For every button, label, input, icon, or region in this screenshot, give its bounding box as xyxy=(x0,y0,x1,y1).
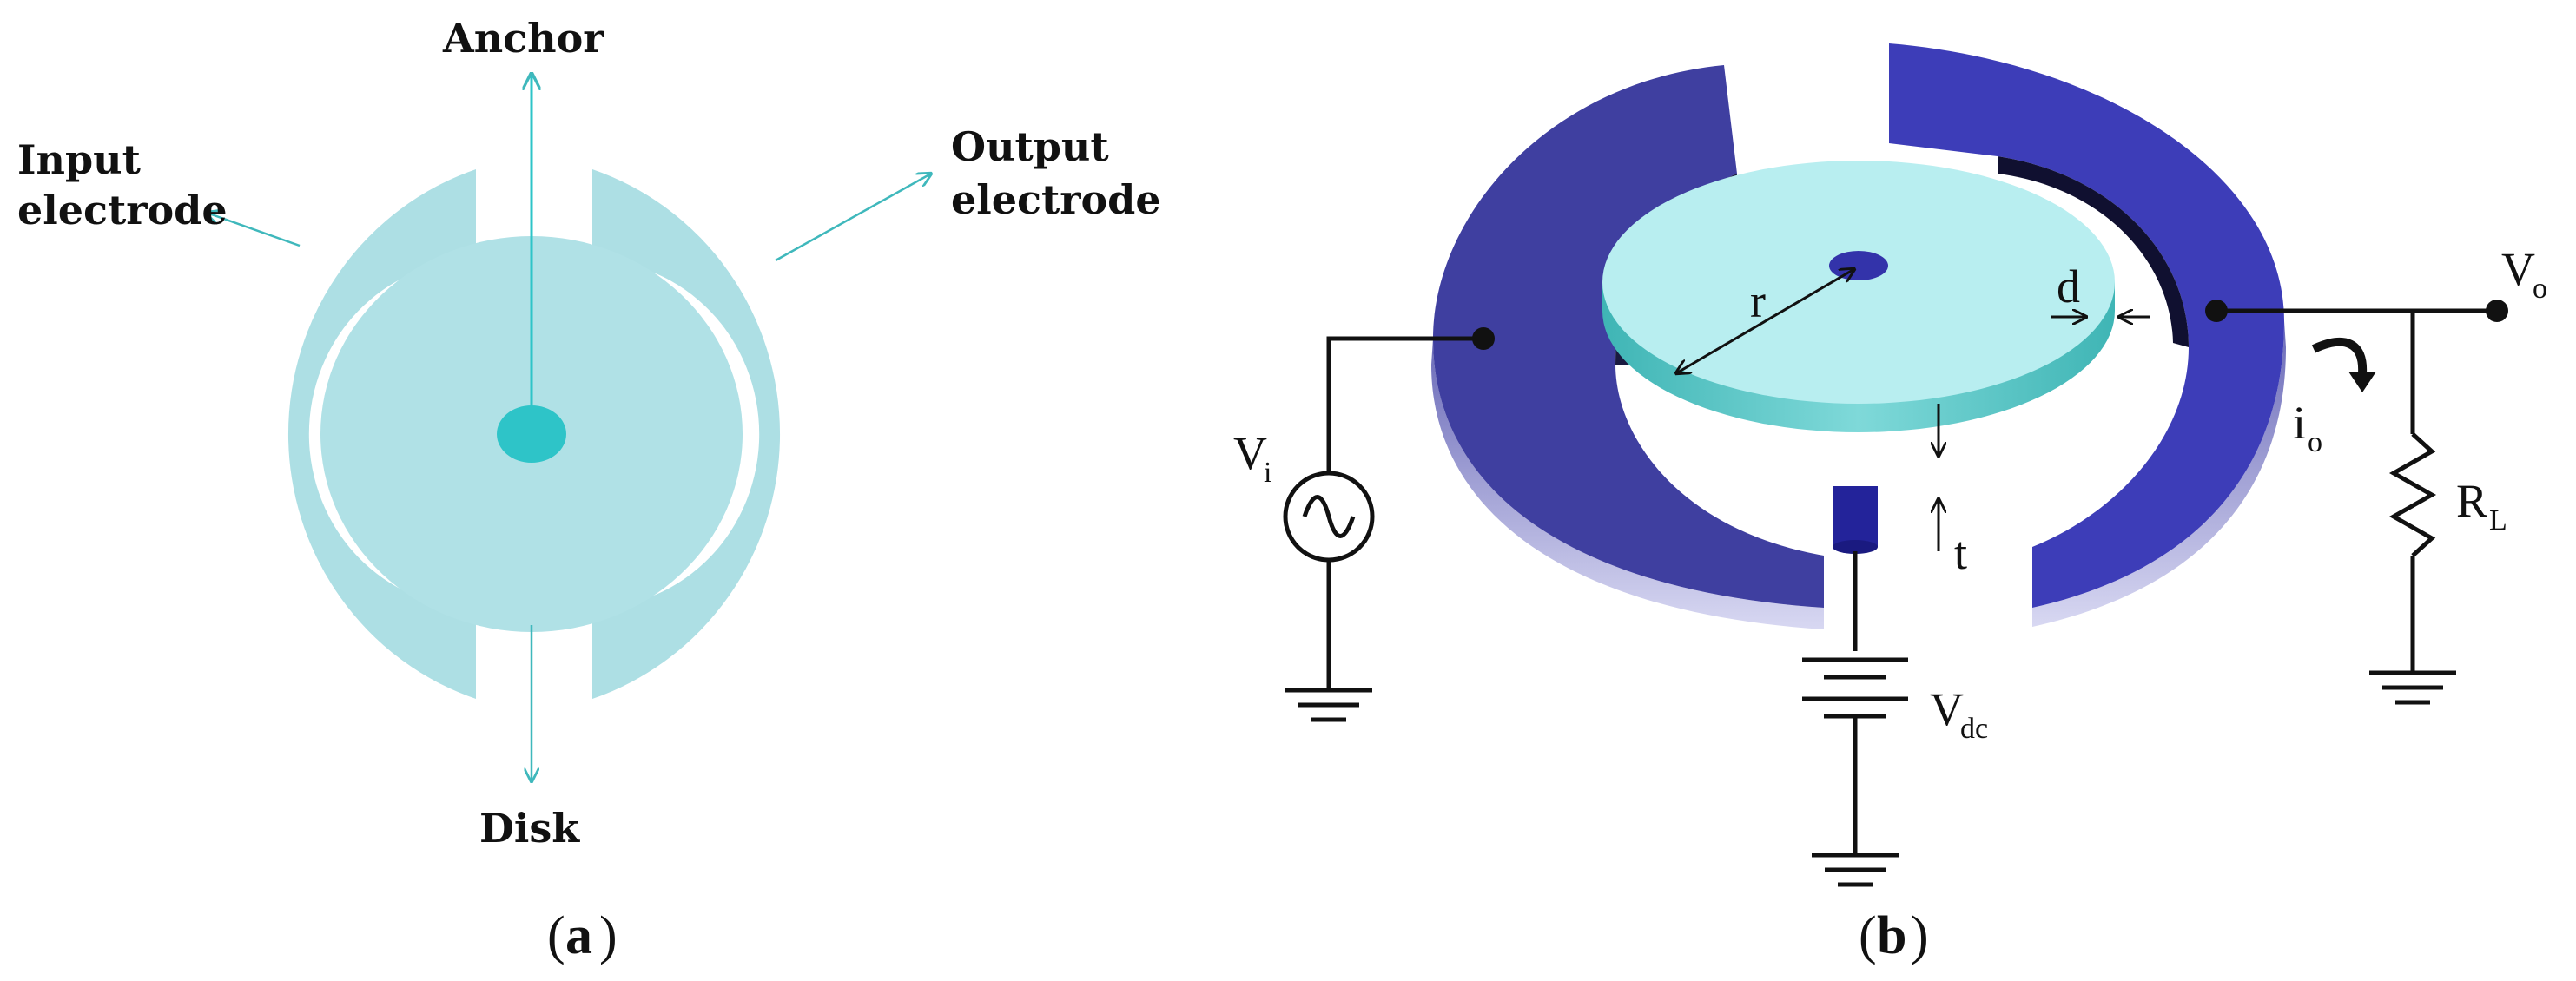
resistor-icon xyxy=(2388,432,2437,557)
svg-text:o: o xyxy=(2308,426,2322,458)
svg-text:R: R xyxy=(2456,475,2487,527)
panel-b: r d t V i xyxy=(1233,43,2547,965)
radius-arrow xyxy=(1676,269,1854,373)
output-label-line1: Output xyxy=(951,123,1109,170)
right-electrode-side xyxy=(2032,321,2286,627)
svg-text:dc: dc xyxy=(1960,713,1988,745)
vo-label: V o xyxy=(2501,243,2547,305)
svg-text:b: b xyxy=(1877,906,1906,965)
disk-anchor-dot xyxy=(1829,251,1888,280)
panel-b-caption: ( b ) xyxy=(1859,906,1929,965)
radius-label: r xyxy=(1750,275,1766,327)
input-arrow xyxy=(207,213,301,247)
input-electrode-3d xyxy=(1433,65,1824,608)
output-arrow xyxy=(775,174,931,262)
ground-icon-center xyxy=(1812,853,1899,887)
input-circuit xyxy=(1283,327,1495,722)
input-label-line1: Input xyxy=(17,136,142,183)
svg-text:a: a xyxy=(565,906,592,965)
output-label-line2: electrode xyxy=(951,176,1161,223)
disk-label: Disk xyxy=(479,805,580,852)
svg-text:L: L xyxy=(2489,504,2507,537)
svg-text:(: ( xyxy=(547,906,565,965)
svg-text:i: i xyxy=(1264,457,1271,489)
input-electrode xyxy=(287,169,476,699)
thickness-label: t xyxy=(1954,527,1967,579)
output-electrode-3d xyxy=(1889,43,2284,608)
svg-text:V: V xyxy=(1233,427,1267,479)
panel-a: Anchor Input electrode Output electrode … xyxy=(17,15,1161,965)
ground-icon-left xyxy=(1285,688,1372,722)
output-electrode xyxy=(592,169,781,699)
anchor-post xyxy=(1833,486,1878,547)
anchor-label: Anchor xyxy=(442,15,604,62)
rl-label: R L xyxy=(2456,475,2507,537)
svg-text:V: V xyxy=(1930,683,1964,735)
vi-label: V i xyxy=(1233,427,1271,489)
svg-text:): ) xyxy=(1911,906,1929,965)
input-label-line2: electrode xyxy=(17,187,228,234)
panel-a-caption: ( a ) xyxy=(547,906,618,965)
vdc-label: V dc xyxy=(1930,683,1988,745)
svg-text:V: V xyxy=(2501,243,2535,295)
svg-text:o: o xyxy=(2533,273,2547,305)
svg-text:i: i xyxy=(2293,397,2306,449)
gap-label: d xyxy=(2057,260,2080,313)
ground-icon-right xyxy=(2369,670,2456,705)
left-electrode-side xyxy=(1431,339,1824,629)
dc-bias-circuit xyxy=(1802,551,1908,887)
right-electrode-inner-wall xyxy=(1998,156,2189,347)
svg-text:(: ( xyxy=(1859,906,1877,965)
battery-icon xyxy=(1802,657,1908,719)
io-label: i o xyxy=(2293,397,2322,458)
anchor-post-bottom xyxy=(1833,540,1878,554)
anchor-dot xyxy=(497,405,566,463)
current-arrow-icon xyxy=(2311,337,2368,374)
output-circuit xyxy=(2205,300,2508,705)
svg-text:): ) xyxy=(599,906,618,965)
disk-3d xyxy=(1602,161,2115,404)
